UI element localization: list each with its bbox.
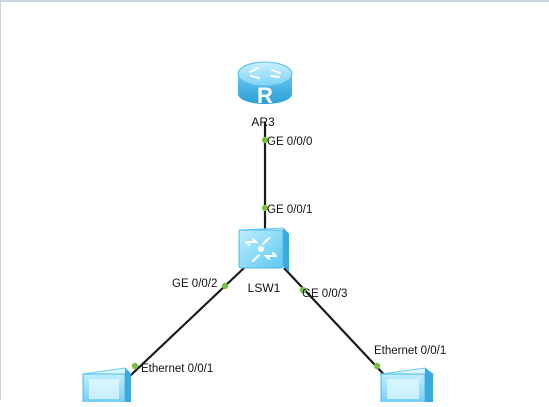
switch-lsw1[interactable]: LSW1 — [237, 227, 291, 295]
pc-icon — [81, 367, 133, 407]
port-label-lsw1-ge003: GE 0/0/3 — [302, 288, 347, 300]
port-label-ar3-ge000: GE 0/0/0 — [267, 136, 312, 148]
port-dot-lsw1-ge003[interactable] — [299, 286, 307, 294]
port-label-lsw1-ge002: GE 0/0/2 — [172, 278, 217, 290]
port-label-pcr-eth001: Ethernet 0/0/1 — [374, 345, 446, 357]
port-dot-lsw1-ge002[interactable] — [221, 282, 229, 290]
router-ar3[interactable]: R AR3 — [237, 61, 293, 129]
port-label-lsw1-ge001: GE 0/0/1 — [267, 204, 312, 216]
pc-right[interactable] — [379, 367, 435, 407]
port-label-pcl-eth001: Ethernet 0/0/1 — [141, 363, 213, 375]
router-letter: R — [257, 83, 273, 108]
port-dot-pcr-eth001[interactable] — [373, 362, 381, 370]
link-lsw1-pc-right[interactable] — [283, 267, 390, 381]
router-icon: R — [237, 61, 293, 108]
port-dot-lsw1-ge001[interactable] — [261, 204, 269, 212]
pc-left[interactable] — [81, 367, 133, 407]
device-label-lsw1: LSW1 — [248, 281, 281, 295]
port-dot-ar3-ge000[interactable] — [261, 136, 269, 144]
pc-icon — [379, 367, 435, 407]
device-label-ar3: AR3 — [251, 115, 275, 129]
port-dot-pcl-eth001[interactable] — [131, 362, 139, 370]
link-lsw1-pc-left[interactable] — [112, 267, 245, 393]
switch-icon — [237, 227, 291, 272]
